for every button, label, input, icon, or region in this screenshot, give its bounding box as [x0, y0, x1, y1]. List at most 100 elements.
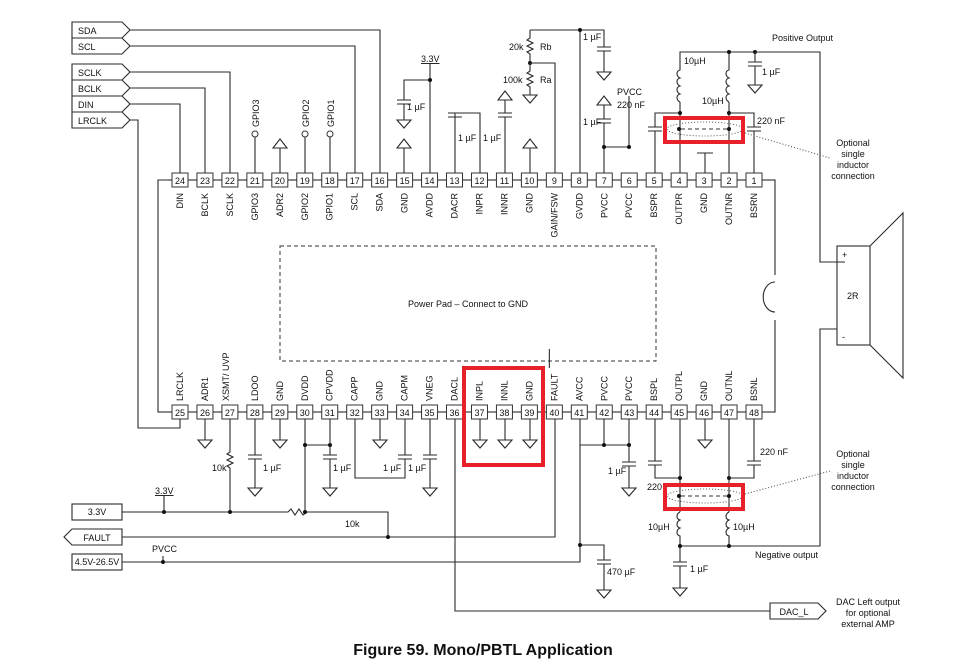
svg-text:GVDD: GVDD [574, 193, 584, 220]
svg-text:19: 19 [300, 176, 310, 186]
label-positive-output: Positive Output [772, 33, 834, 43]
power-pad [279, 245, 657, 362]
svg-text:11: 11 [500, 176, 509, 186]
svg-text:38: 38 [499, 408, 509, 418]
gpio1-terminal [326, 130, 334, 138]
svg-text:1 µF: 1 µF [333, 463, 352, 473]
gnd-icon [595, 71, 613, 81]
svg-text:for optional: for optional [846, 608, 891, 618]
pin-47: 47 OUTNL [720, 370, 746, 420]
inductor-outnr [725, 52, 731, 103]
svg-text:DACR: DACR [450, 193, 460, 219]
label-3v3-top: 3.3V [421, 54, 440, 64]
svg-text:SCLK: SCLK [225, 193, 235, 217]
svg-text:OUTNL: OUTNL [724, 370, 734, 401]
svg-text:18: 18 [325, 176, 335, 186]
svg-text:PVCC: PVCC [624, 375, 634, 401]
svg-text:1 µF: 1 µF [583, 117, 602, 127]
svg-text:15: 15 [400, 176, 410, 186]
highlight-top-inductor [663, 116, 745, 144]
ic-notch [762, 281, 776, 313]
svg-text:FAULT: FAULT [549, 373, 559, 401]
svg-text:41: 41 [574, 408, 584, 418]
power-pad-label: Power Pad – Connect to GND [408, 299, 529, 309]
svg-text:10µH: 10µH [702, 96, 724, 106]
svg-text:3: 3 [702, 176, 707, 186]
svg-text:100k: 100k [503, 75, 523, 85]
svg-text:14: 14 [425, 176, 435, 186]
svg-text:5: 5 [652, 176, 657, 186]
label-pvcc-top: PVCC [617, 87, 643, 97]
svg-text:25: 25 [175, 408, 185, 418]
svg-text:Optional: Optional [836, 138, 870, 148]
supply-innr [496, 90, 514, 101]
inductor-outnl [725, 511, 731, 546]
svg-text:1 µF: 1 µF [762, 67, 781, 77]
wire-lrclk [130, 119, 181, 429]
svg-text:OUTPR: OUTPR [674, 192, 684, 224]
gpio3-terminal [251, 130, 259, 138]
svg-text:30: 30 [300, 408, 310, 418]
svg-text:AVCC: AVCC [574, 376, 584, 401]
svg-text:FAULT: FAULT [83, 533, 111, 543]
pin-41: 41 AVCC [570, 376, 597, 420]
speaker-icon: + - 2R [836, 211, 904, 380]
svg-text:42: 42 [599, 408, 609, 418]
svg-text:1 µF: 1 µF [458, 133, 477, 143]
highlight-input-pins [462, 366, 545, 467]
svg-text:1: 1 [751, 176, 756, 186]
wire-scl [130, 45, 356, 173]
svg-text:+: + [842, 250, 847, 260]
svg-text:4.5V-26.5V: 4.5V-26.5V [75, 557, 120, 567]
svg-text:GPIO3: GPIO3 [251, 99, 261, 127]
gnd-icon [620, 487, 638, 497]
port-bclk: BCLK [71, 79, 131, 97]
svg-text:SCL: SCL [350, 193, 360, 211]
gnd-icon [421, 487, 439, 497]
port-pvcc: 4.5V-26.5V [71, 553, 123, 571]
svg-text:DVDD: DVDD [300, 375, 310, 401]
svg-text:connection: connection [831, 482, 875, 492]
svg-text:DIN: DIN [175, 193, 185, 209]
svg-text:SCL: SCL [78, 42, 96, 52]
svg-text:220 nF: 220 nF [617, 100, 646, 110]
svg-text:Rb: Rb [540, 42, 552, 52]
svg-text:1 µF: 1 µF [408, 463, 427, 473]
svg-text:GPIO1: GPIO1 [325, 193, 335, 221]
svg-text:22: 22 [225, 176, 235, 186]
svg-text:220: 220 [647, 482, 662, 492]
svg-text:GND: GND [699, 193, 709, 214]
svg-text:220 nF: 220 nF [757, 116, 786, 126]
svg-text:GND: GND [275, 381, 285, 402]
svg-text:36: 36 [450, 408, 460, 418]
svg-text:LRCLK: LRCLK [78, 116, 107, 126]
label-negative-output: Negative output [755, 550, 819, 560]
gnd-icon [395, 119, 413, 129]
svg-text:37: 37 [474, 408, 484, 418]
svg-text:PVCC: PVCC [599, 193, 609, 219]
port-scl: SCL [71, 37, 131, 55]
label-pvcc-bottom: PVCC [152, 544, 178, 554]
svg-text:GND: GND [375, 381, 385, 402]
svg-text:10: 10 [524, 176, 534, 186]
svg-text:24: 24 [175, 176, 185, 186]
pin-30: 30 DVDD [296, 375, 322, 420]
svg-text:47: 47 [724, 408, 734, 418]
